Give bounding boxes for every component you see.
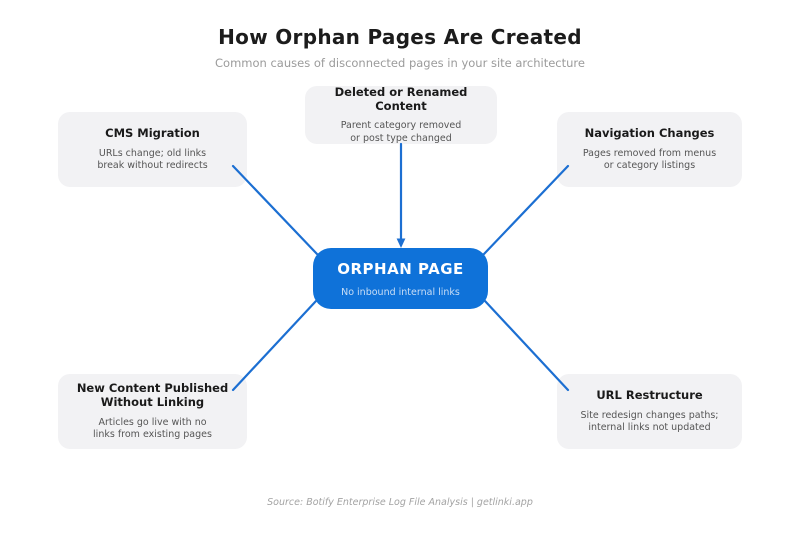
cause-description: Site redesign changes paths; internal li… bbox=[580, 409, 719, 434]
orphan-page-node-subtitle: No inbound internal links bbox=[341, 286, 460, 298]
page-title: How Orphan Pages Are Created bbox=[218, 25, 582, 49]
cause-description: URLs change; old links break without red… bbox=[97, 147, 208, 172]
cause-description: Parent category removed or post type cha… bbox=[340, 120, 462, 144]
connector-bottom-right bbox=[483, 299, 570, 392]
cause-title: Deleted or Renamed Content bbox=[334, 84, 468, 113]
connector-bottom-left bbox=[231, 299, 318, 392]
cause-title: New Content Published Without Linking bbox=[76, 381, 229, 410]
cause-card-deleted-or-renamed-content: Deleted or Renamed Content Parent catego… bbox=[305, 84, 497, 144]
cause-card-new-content-published-without-linking: New Content Published Without Linking Ar… bbox=[58, 374, 247, 449]
cause-card-url-restructure: URL Restructure Site redesign changes pa… bbox=[557, 374, 742, 449]
cause-description: Articles go live with no links from exis… bbox=[93, 416, 212, 441]
source-attribution: Source: Botify Enterprise Log File Analy… bbox=[267, 497, 533, 508]
cause-card-cms-migration: CMS Migration URLs change; old links bre… bbox=[58, 112, 247, 187]
orphan-page-node-title: ORPHAN PAGE bbox=[337, 259, 464, 278]
connector-top-right bbox=[482, 164, 570, 256]
page-subtitle: Common causes of disconnected pages in y… bbox=[215, 56, 585, 70]
cause-card-navigation-changes: Navigation Changes Pages removed from me… bbox=[557, 112, 742, 187]
cause-description: Pages removed from menus or category lis… bbox=[582, 147, 717, 172]
arrowhead-down-icon bbox=[396, 238, 406, 248]
orphan-page-node: ORPHAN PAGE No inbound internal links bbox=[313, 248, 488, 309]
cause-title: CMS Migration bbox=[105, 126, 200, 141]
cause-title: URL Restructure bbox=[596, 388, 703, 403]
cause-title: Navigation Changes bbox=[584, 126, 715, 141]
